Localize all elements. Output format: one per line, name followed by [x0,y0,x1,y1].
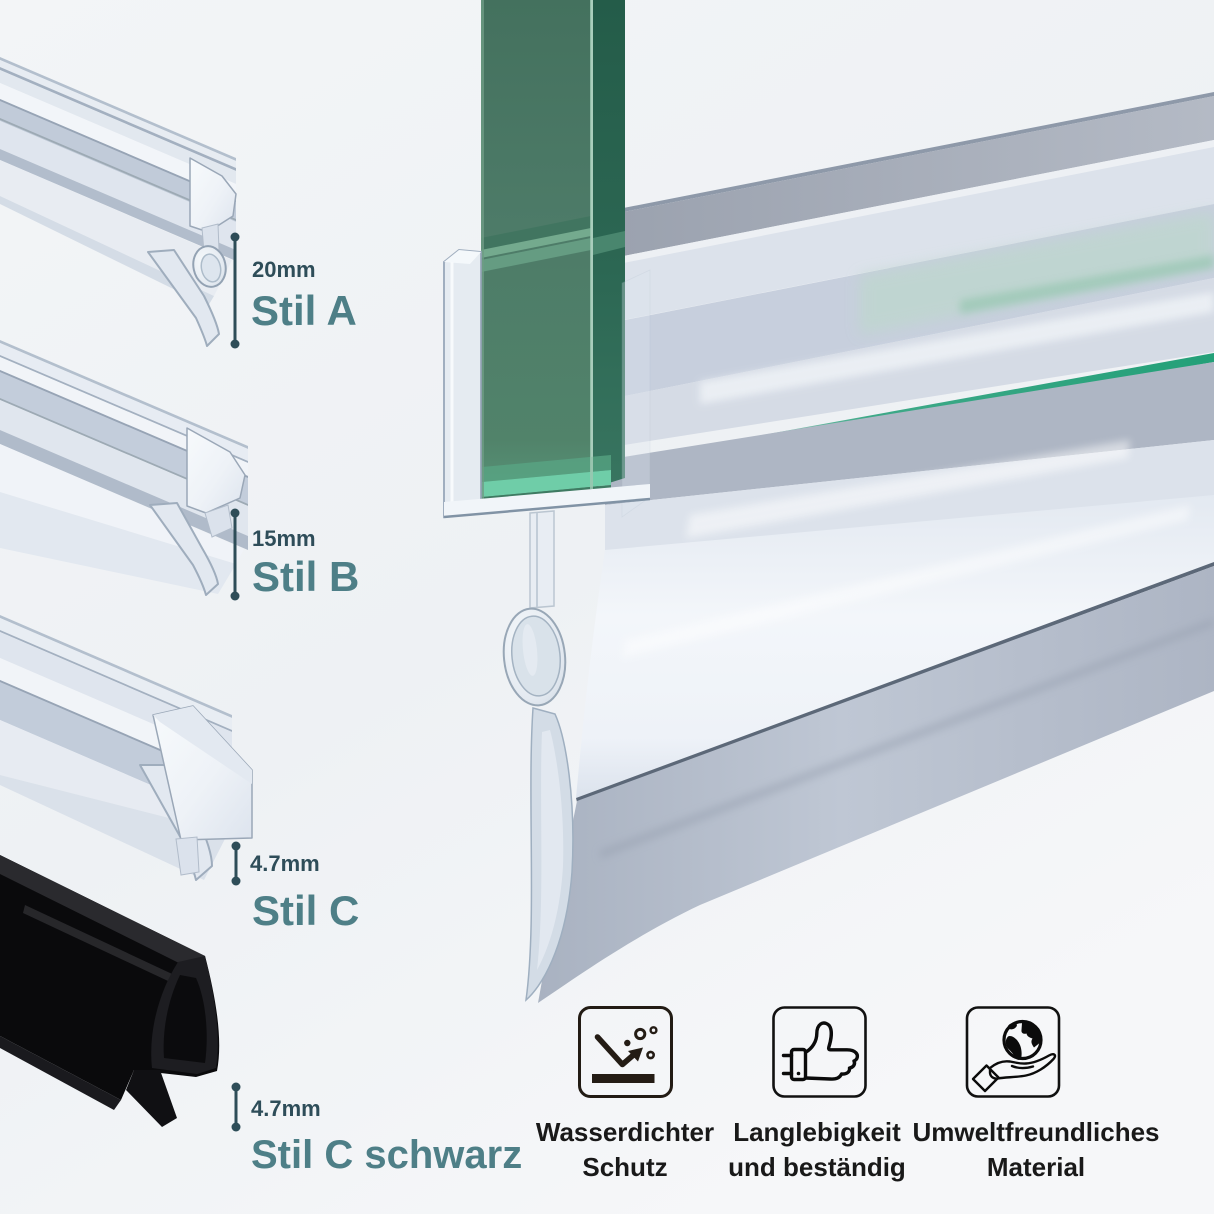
svg-text:Umweltfreundliches: Umweltfreundliches [912,1117,1159,1147]
svg-text:Stil C: Stil C [252,887,359,934]
svg-text:Langlebigkeit: Langlebigkeit [733,1117,901,1147]
svg-text:und beständig: und beständig [728,1152,906,1182]
svg-text:Stil C schwarz: Stil C schwarz [251,1133,522,1177]
svg-text:15mm: 15mm [252,526,316,551]
svg-text:20mm: 20mm [252,257,316,282]
svg-text:Material: Material [987,1152,1085,1182]
svg-text:4.7mm: 4.7mm [251,1096,321,1121]
svg-text:Stil A: Stil A [251,287,357,334]
svg-text:Stil B: Stil B [252,553,359,600]
svg-text:Wasserdichter: Wasserdichter [536,1117,714,1147]
svg-text:4.7mm: 4.7mm [250,851,320,876]
svg-text:Schutz: Schutz [582,1152,667,1182]
